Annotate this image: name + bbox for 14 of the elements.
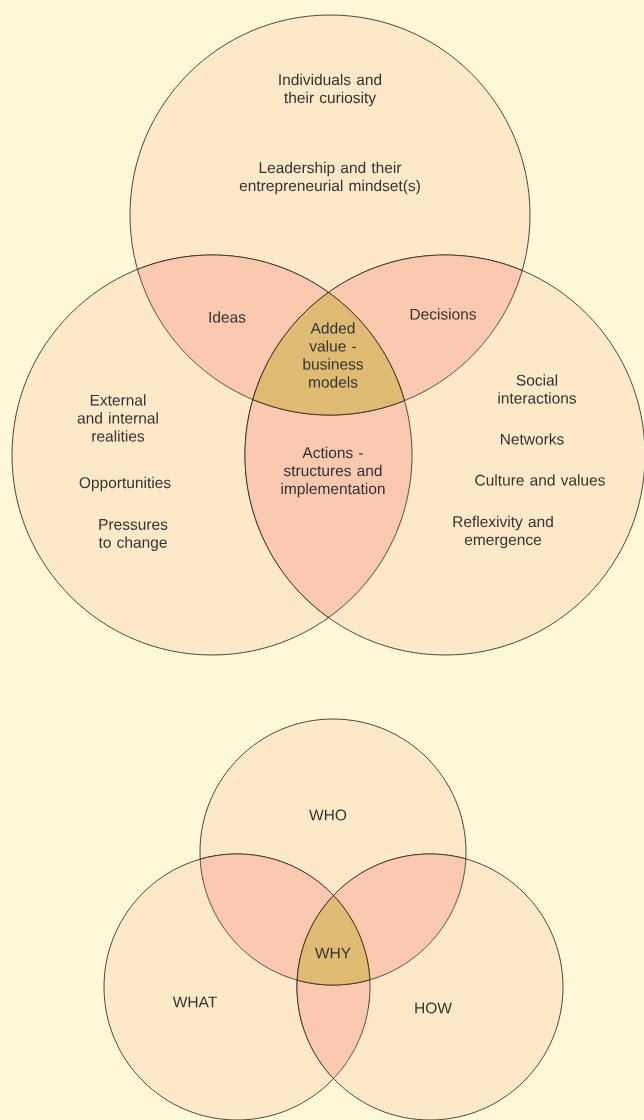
overlap-region	[296, 979, 371, 1079]
circle-label: Reflexivity and emergence	[453, 515, 553, 549]
circle-label: WHO	[309, 809, 347, 821]
circle-label: Pressures to change	[98, 519, 168, 551]
circle-label: Culture and values	[475, 474, 605, 486]
overlap-region: Actions - structures and implementation	[244, 399, 413, 618]
center-overlap: WHY	[296, 895, 371, 986]
center-overlap: Added value - business models	[252, 292, 405, 416]
circle-label: Opportunities	[79, 476, 171, 492]
circle-label: Leadership and their entrepreneurial mindset(s)	[239, 161, 420, 195]
circle-label: Networks	[500, 433, 564, 445]
circle-label: Individuals and their curiosity	[279, 73, 382, 107]
circle-label: HOW	[415, 1002, 452, 1014]
circle-label: WHAT	[172, 996, 217, 1008]
